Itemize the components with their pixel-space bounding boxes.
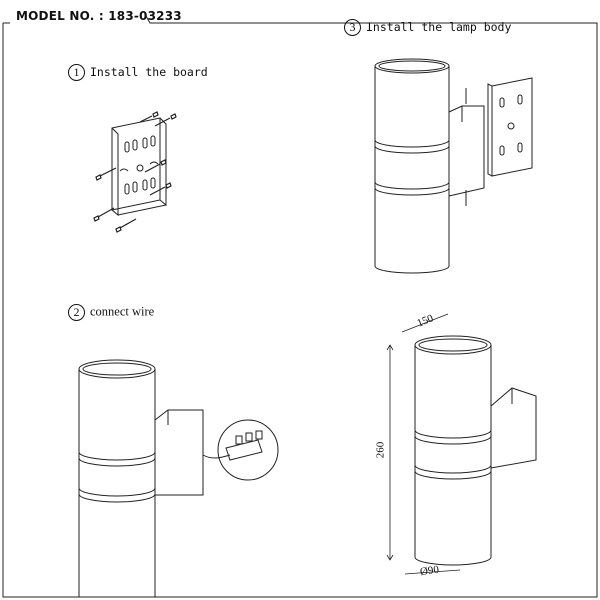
step-3-number: 3 [344,19,361,36]
step-1-text: Install the board [90,65,208,79]
lamp-wiring-drawing [78,359,279,597]
screws-drawing [93,111,177,233]
dimension-height: 260 [374,441,387,459]
model-number: MODEL NO. : 183-03233 [16,9,182,23]
step-2-text: connect wire [90,304,155,319]
step-1-label: 1 Install the board [68,64,208,81]
step-3-label: 3 Install the lamp body [344,19,511,36]
mounting-board-drawing [111,117,167,217]
lamp-body-install-drawing [374,58,533,274]
page-frame [2,15,598,598]
step-3-text: Install the lamp body [366,20,512,34]
dimension-drawing [386,313,537,575]
step-1-number: 1 [68,64,85,81]
step-2-number: 2 [68,304,85,321]
step-2-label: 2 connect wire [68,304,154,321]
